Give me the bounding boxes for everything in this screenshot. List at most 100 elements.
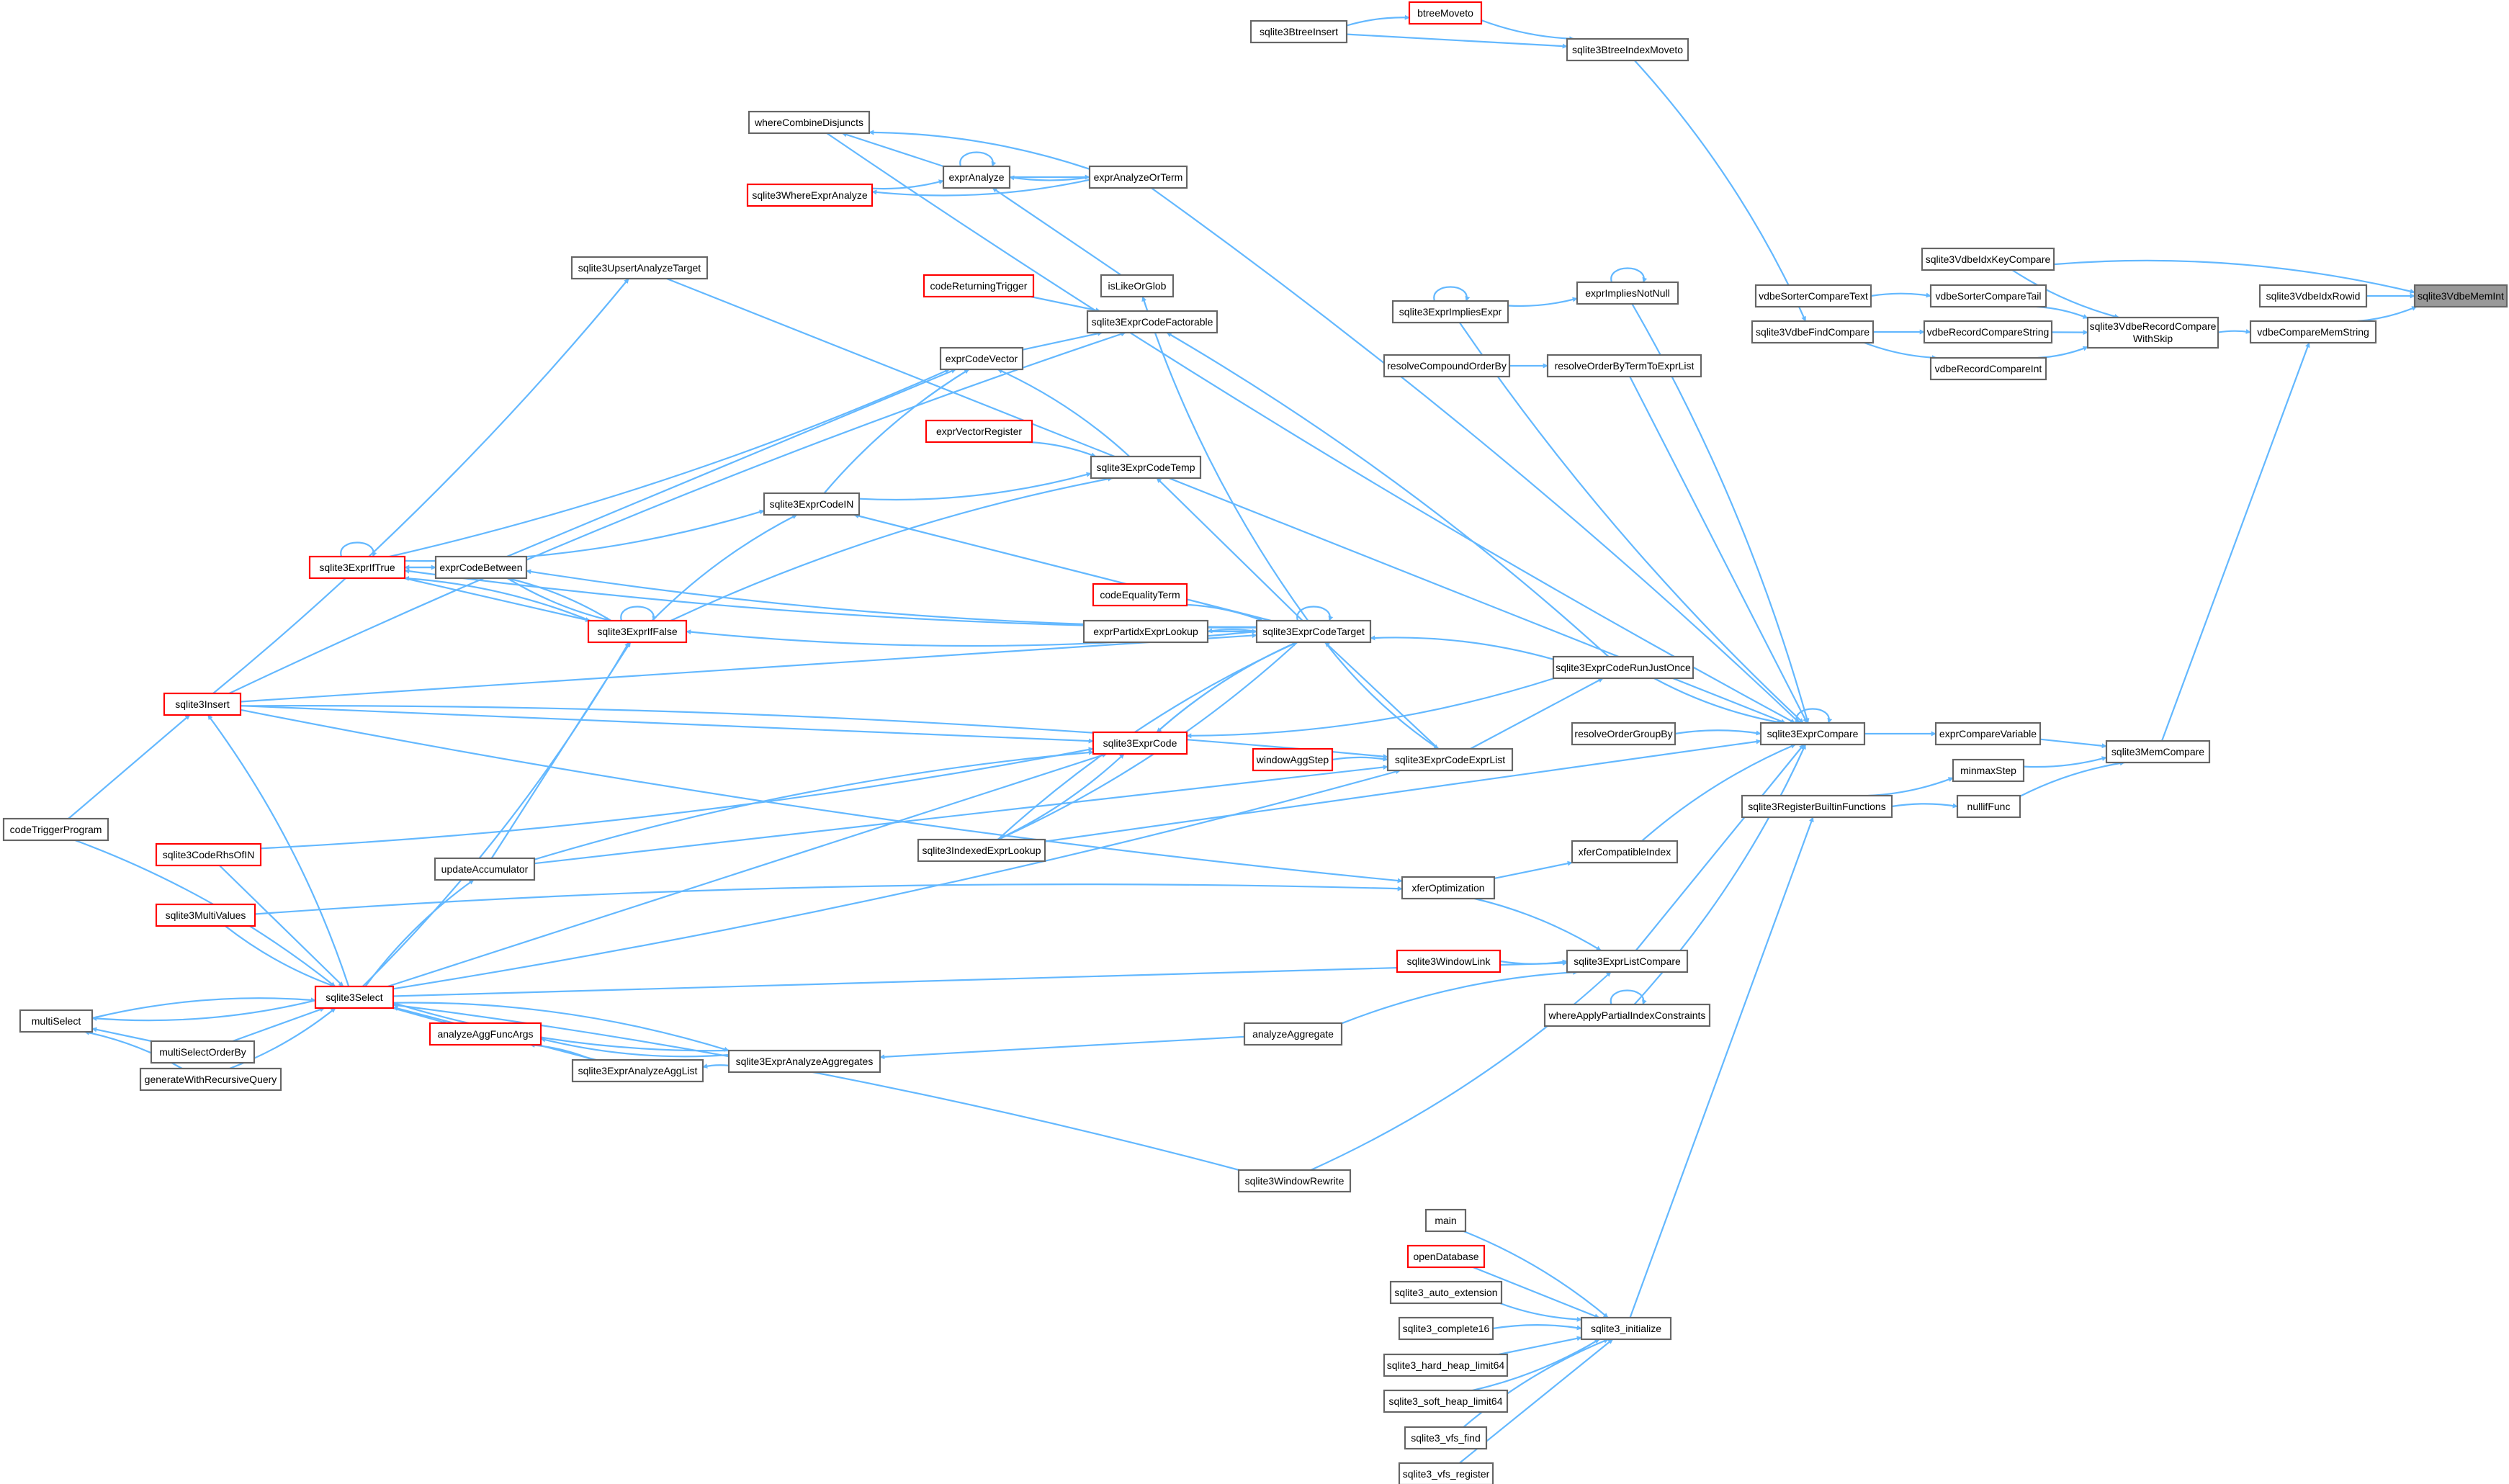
node-xferCompatibleIndex[interactable]: xferCompatibleIndex [1571,840,1679,864]
node-main[interactable]: main [1424,1208,1467,1233]
node-exprCodeVector[interactable]: exprCodeVector [939,346,1024,371]
node-box[interactable] [727,1049,881,1074]
node-box[interactable] [1566,949,1689,973]
node-sqlite3ExprCodeFactorable[interactable]: sqlite3ExprCodeFactorable [1086,310,1218,334]
node-box[interactable] [1086,310,1218,334]
node-box[interactable] [748,110,871,135]
node-updateAccumulator[interactable]: updateAccumulator [434,857,536,881]
node-multiSelectOrderBy[interactable]: multiSelectOrderBy [150,1040,256,1064]
node-sqlite3ExprListCompare[interactable]: sqlite3ExprListCompare [1566,949,1689,973]
node-sqlite3ExprCodeRunJustOnce[interactable]: sqlite3ExprCodeRunJustOnce [1552,655,1695,680]
node-box[interactable] [308,555,406,580]
node-multiSelect[interactable]: multiSelect [19,1009,94,1033]
node-box[interactable] [1383,354,1511,378]
node-box[interactable] [1552,655,1695,680]
node-box[interactable] [163,692,242,716]
node-sqlite3_initialize[interactable]: sqlite3_initialize [1580,1316,1672,1341]
node-vdbeCompareMemString[interactable]: vdbeCompareMemString [2249,320,2377,344]
node-exprCompareVariable[interactable]: exprCompareVariable [1934,721,2042,746]
node-sqlite3_hard_heap_limit64[interactable]: sqlite3_hard_heap_limit64 [1383,1353,1509,1377]
node-box[interactable] [1952,758,2025,783]
node-box[interactable] [155,842,262,867]
node-box[interactable] [1398,1316,1494,1341]
node-sqlite3ExprCodeTemp[interactable]: sqlite3ExprCodeTemp [1090,455,1202,480]
node-box[interactable] [1571,721,1677,746]
node-sqlite3_complete16[interactable]: sqlite3_complete16 [1398,1316,1494,1341]
node-exprCodeBetween[interactable]: exprCodeBetween [434,555,528,580]
node-box[interactable] [1090,455,1202,480]
node-box[interactable] [150,1040,256,1064]
node-openDatabase[interactable]: openDatabase [1406,1244,1486,1269]
node-windowAggStep[interactable]: windowAggStep [1252,747,1334,772]
node-box[interactable] [1956,794,2021,819]
node-sqlite3MultiValues[interactable]: sqlite3MultiValues [155,903,256,927]
node-box[interactable] [939,346,1024,371]
node-sqlite3ExprImpliesExpr[interactable]: sqlite3ExprImpliesExpr [1391,300,1509,324]
node-box[interactable] [1929,356,2047,381]
node-box[interactable] [1404,1426,1488,1450]
node-xferOptimization[interactable]: xferOptimization [1401,876,1496,900]
node-vdbeRecordCompareInt[interactable]: vdbeRecordCompareInt [1929,356,2047,381]
node-box[interactable] [923,274,1035,298]
node-resolveOrderByTermToExprList[interactable]: resolveOrderByTermToExprList [1546,354,1702,378]
node-generateWithRecursiveQuery[interactable]: generateWithRecursiveQuery [139,1067,282,1092]
node-sqlite3_vfs_find[interactable]: sqlite3_vfs_find [1404,1426,1488,1450]
node-box[interactable] [2413,284,2508,308]
node-vdbeSorterCompareTail[interactable]: vdbeSorterCompareTail [1929,284,2047,308]
node-box[interactable] [1406,1244,1486,1269]
node-sqlite3Insert[interactable]: sqlite3Insert [163,692,242,716]
node-box[interactable] [1929,284,2047,308]
node-sqlite3Select[interactable]: sqlite3Select [314,985,395,1009]
node-sqlite3_auto_extension[interactable]: sqlite3_auto_extension [1389,1280,1503,1305]
node-sqlite3ExprIfTrue[interactable]: sqlite3ExprIfTrue [308,555,406,580]
node-sqlite3CodeRhsOfIN[interactable]: sqlite3CodeRhsOfIN [155,842,262,867]
node-sqlite3BtreeIndexMoveto[interactable]: sqlite3BtreeIndexMoveto [1566,37,1689,62]
node-sqlite3ExprCompare[interactable]: sqlite3ExprCompare [1759,721,1866,746]
node-box[interactable] [1252,747,1334,772]
node-sqlite3ExprCodeExprList[interactable]: sqlite3ExprCodeExprList [1386,747,1514,772]
node-box[interactable] [1546,354,1702,378]
node-box[interactable] [1237,1169,1352,1193]
node-box[interactable] [1391,300,1509,324]
node-box[interactable] [2249,320,2377,344]
node-sqlite3WindowRewrite[interactable]: sqlite3WindowRewrite [1237,1169,1352,1193]
node-box[interactable] [1408,1,1483,25]
node-box[interactable] [1580,1316,1672,1341]
node-sqlite3VdbeIdxRowid[interactable]: sqlite3VdbeIdxRowid [2258,284,2368,308]
node-sqlite3VdbeIdxKeyCompare[interactable]: sqlite3VdbeIdxKeyCompare [1921,247,2055,271]
node-sqlite3_soft_heap_limit64[interactable]: sqlite3_soft_heap_limit64 [1383,1389,1509,1413]
node-box[interactable] [139,1067,282,1092]
node-sqlite3ExprCodeIN[interactable]: sqlite3ExprCodeIN [763,492,861,516]
node-box[interactable] [1088,165,1188,189]
node-sqlite3WhereExprAnalyze[interactable]: sqlite3WhereExprAnalyze [746,183,874,207]
node-box[interactable] [155,903,256,927]
node-box[interactable] [1082,619,1209,644]
node-whereCombineDisjuncts[interactable]: whereCombineDisjuncts [748,110,871,135]
node-sqlite3VdbeMemInt[interactable]: sqlite3VdbeMemInt [2413,284,2508,308]
node-box[interactable] [1389,1280,1503,1305]
node-box[interactable] [1243,1022,1343,1046]
node-box[interactable] [763,492,861,516]
node-box[interactable] [1571,840,1679,864]
node-codeReturningTrigger[interactable]: codeReturningTrigger [923,274,1035,298]
node-exprVectorRegister[interactable]: exprVectorRegister [925,419,1033,444]
node-box[interactable] [1751,320,1875,344]
node-box[interactable] [1255,619,1372,644]
node-box[interactable] [1386,747,1514,772]
node-box[interactable] [2086,316,2220,349]
node-minmaxStep[interactable]: minmaxStep [1952,758,2025,783]
node-box[interactable] [1401,876,1496,900]
node-box[interactable] [1424,1208,1467,1233]
node-box[interactable] [942,165,1011,189]
node-box[interactable] [434,857,536,881]
node-exprPartidxExprLookup[interactable]: exprPartidxExprLookup [1082,619,1209,644]
node-box[interactable] [19,1009,94,1033]
node-box[interactable] [2,817,109,842]
node-whereApplyPartialIndexConstraints[interactable]: whereApplyPartialIndexConstraints [1543,1003,1711,1027]
node-box[interactable] [570,256,709,280]
node-box[interactable] [428,1022,542,1046]
node-sqlite3IndexedExprLookup[interactable]: sqlite3IndexedExprLookup [917,838,1046,863]
node-resolveCompoundOrderBy[interactable]: resolveCompoundOrderBy [1383,354,1511,378]
node-sqlite3_vfs_register[interactable]: sqlite3_vfs_register [1398,1462,1494,1484]
